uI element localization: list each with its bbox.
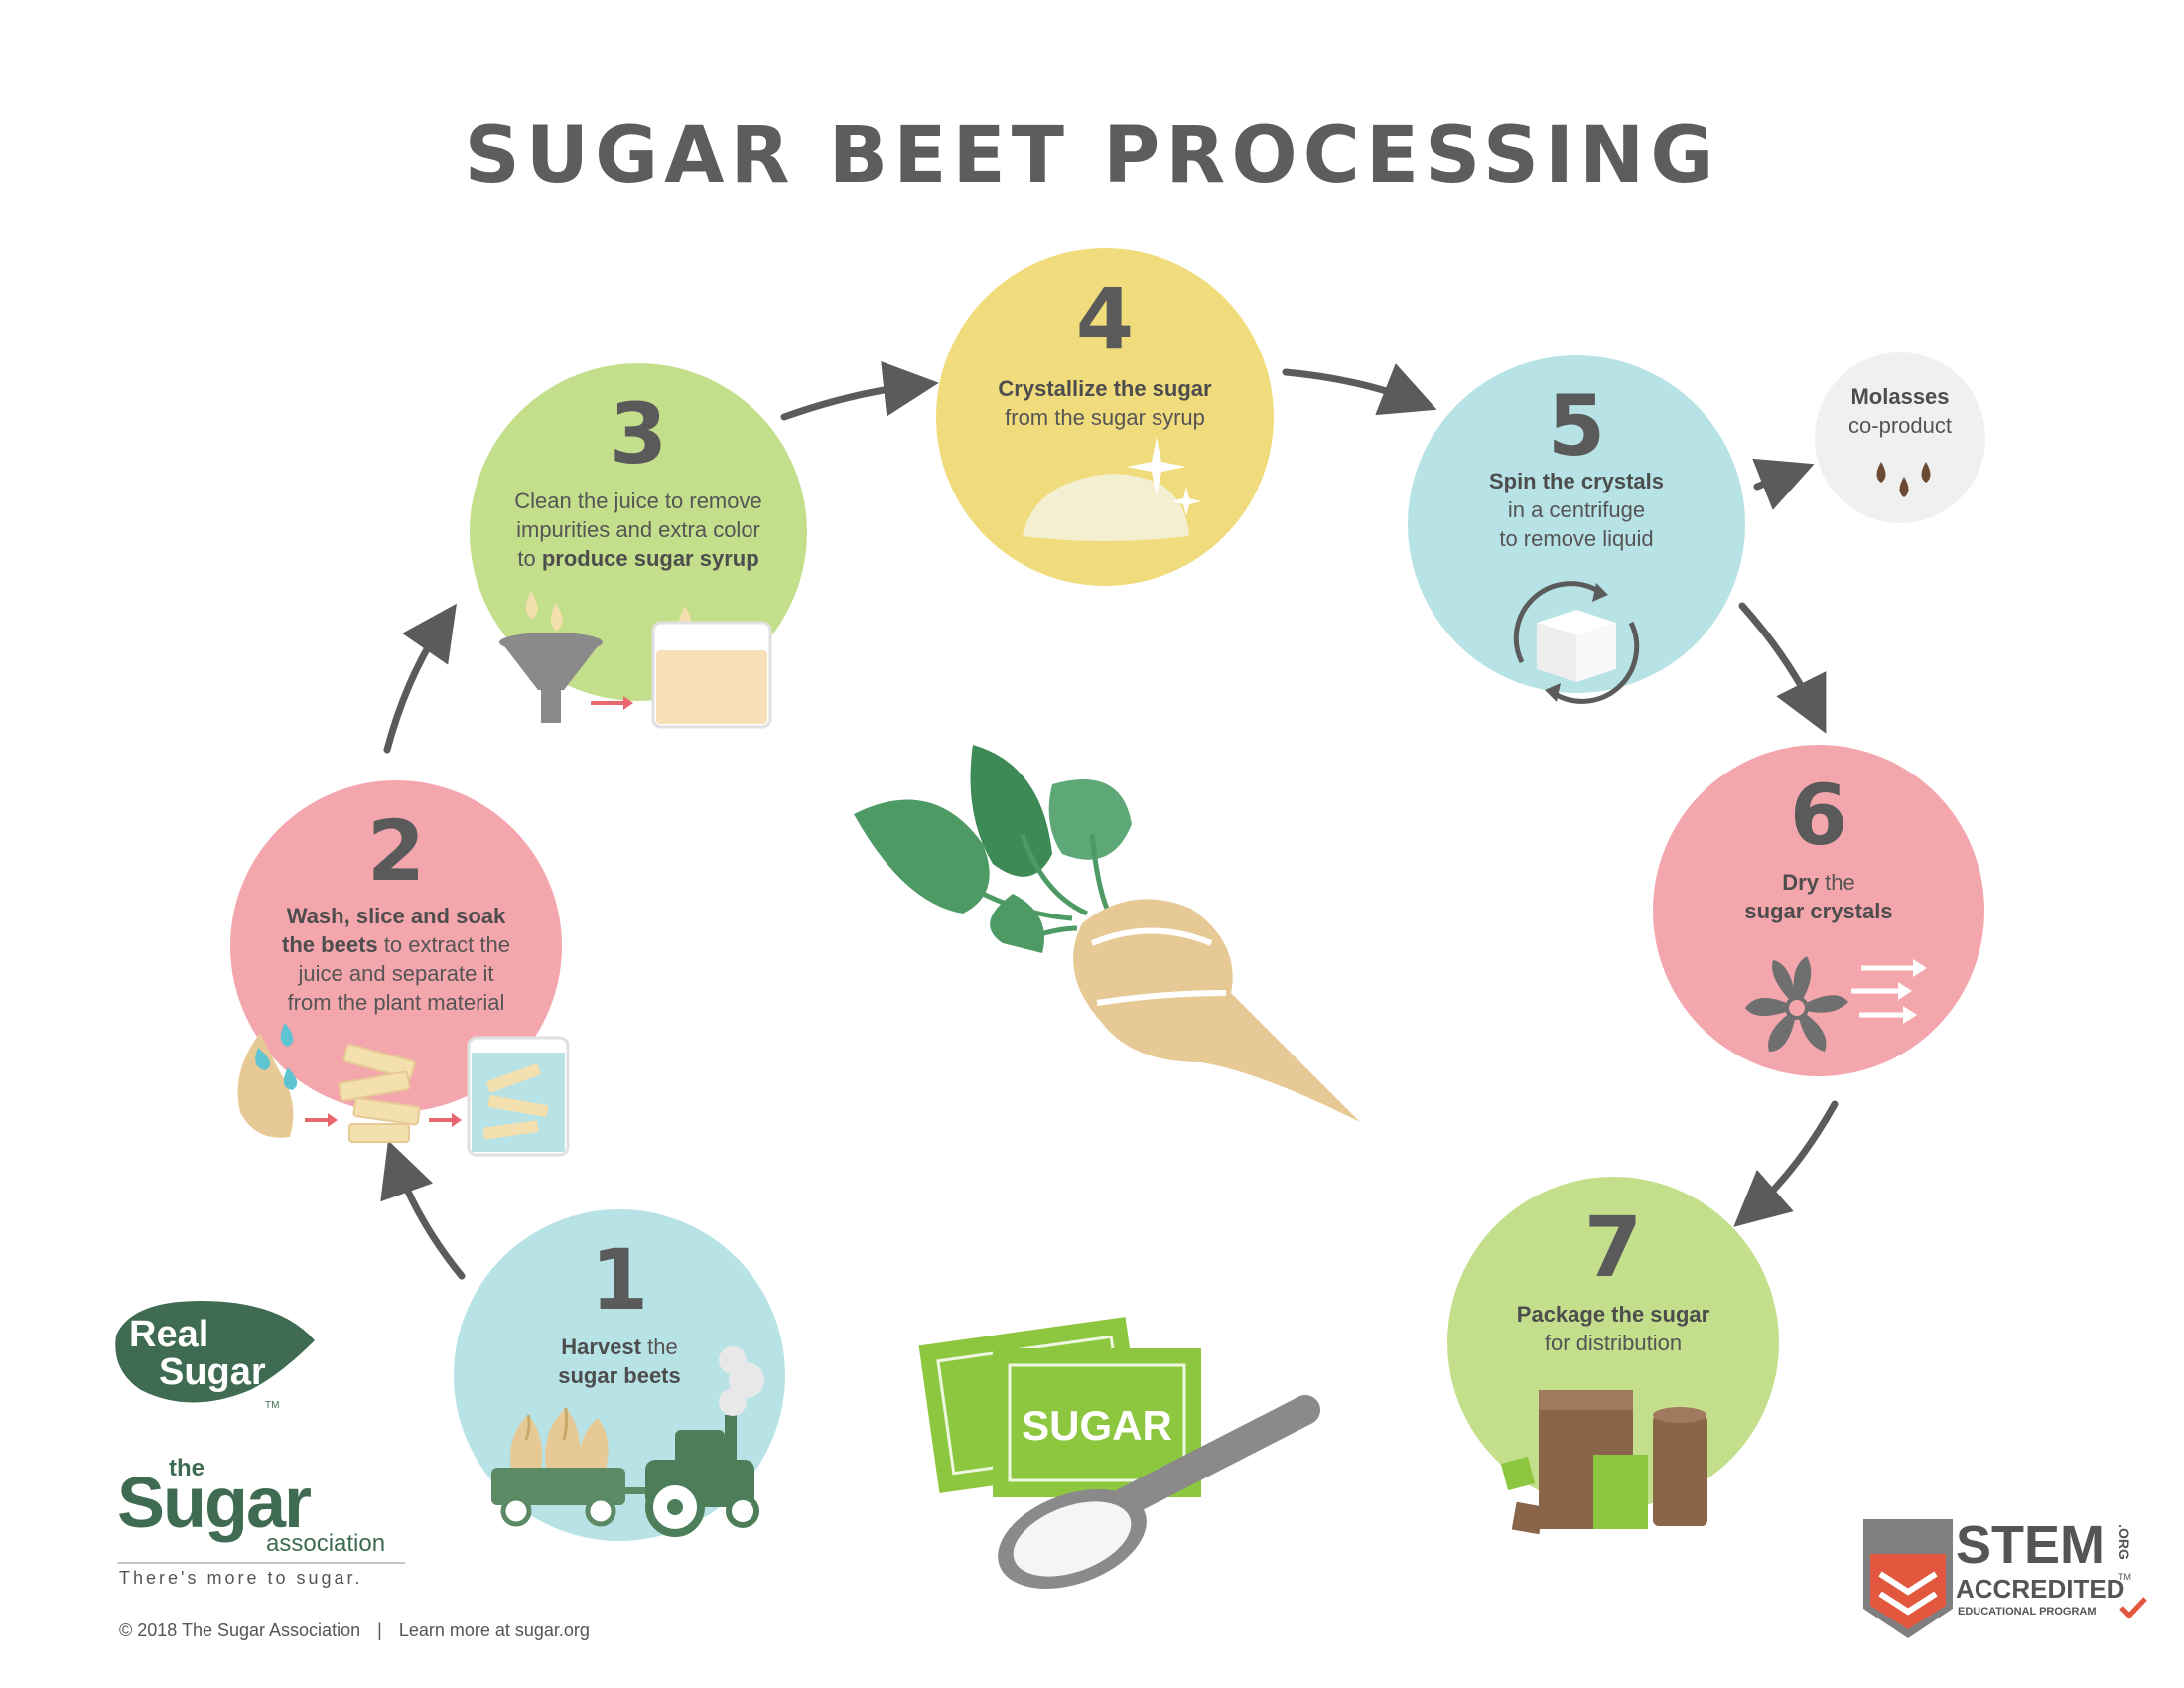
sugar-packet-label: SUGAR: [1022, 1402, 1172, 1449]
stem-accredited-logo: STEM .ORG ACCREDITED TM EDUCATIONAL PROG…: [1858, 1514, 2156, 1653]
arrow-6-to-7: [1733, 1100, 1839, 1227]
step-5-number: 5: [1547, 377, 1606, 475]
wash-slice-soak-icon: [237, 1023, 570, 1157]
sugar-packets-spoon-illustration: SUGAR: [918, 1317, 1320, 1589]
filter-syrup-icon: [499, 591, 772, 729]
molasses-label: Molasses co-product: [1848, 384, 1952, 438]
sugar-pile-icon: [1023, 437, 1201, 541]
association-name: Sugar: [117, 1464, 312, 1543]
step-6-circle: 6 Dry the sugar crystals: [1653, 745, 1984, 1076]
molasses-drops-icon: [1876, 462, 1931, 497]
step-5-description: Spin the crystals in a centrifuge to rem…: [1488, 469, 1665, 551]
step-6-number: 6: [1789, 767, 1848, 864]
real-sugar-logo: Real Sugar TM: [111, 1296, 320, 1415]
arrow-4-to-5: [1282, 363, 1437, 416]
package-sugar-icon: [1500, 1390, 1707, 1535]
stem-tm: TM: [2118, 1572, 2131, 1582]
step-5-circle: 5 Spin the crystals in a centrifuge to r…: [1408, 355, 1745, 693]
step-4-description: Crystallize the sugar from the sugar syr…: [998, 376, 1212, 430]
real-sugar-logo-text: Real Sugar: [129, 1314, 266, 1393]
footer: © 2018 The Sugar Association | Learn mor…: [119, 1620, 590, 1641]
footer-separator: |: [377, 1620, 382, 1640]
step-4-number: 4: [1075, 270, 1135, 367]
real-sugar-tm: TM: [265, 1400, 280, 1411]
arrow-5-to-6: [1738, 602, 1827, 734]
step-7-circle: 7 Package the sugar for distribution: [1447, 1177, 1779, 1508]
step-3-description: Clean the juice to remove impurities and…: [514, 489, 762, 571]
footer-copyright: © 2018 The Sugar Association: [119, 1620, 361, 1640]
fan-drying-icon: [1745, 956, 1927, 1052]
step-6-description: Dry the sugar crystals: [1744, 870, 1893, 923]
association-sub: association: [266, 1530, 386, 1557]
step-1-number: 1: [590, 1231, 649, 1329]
step-3-number: 3: [609, 385, 668, 483]
step-2-number: 2: [366, 802, 426, 900]
page-title: SUGAR BEET PROCESSING: [464, 111, 1720, 201]
stem-accredited: ACCREDITED: [1956, 1574, 2125, 1604]
sugar-association-logo: the Sugar association There's more to su…: [117, 1455, 435, 1594]
arrow-5-to-molasses: [1752, 458, 1815, 510]
molasses-circle: Molasses co-product: [1815, 352, 1985, 523]
stem-program: EDUCATIONAL PROGRAM: [1958, 1606, 2097, 1618]
association-the: the: [169, 1455, 205, 1481]
association-tagline: There's more to sugar.: [119, 1568, 363, 1588]
footer-link[interactable]: Learn more at sugar.org: [398, 1620, 590, 1640]
step-7-description: Package the sugar for distribution: [1516, 1302, 1710, 1355]
step-2-description: Wash, slice and soak the beets to extrac…: [282, 904, 510, 1015]
step-7-number: 7: [1583, 1198, 1643, 1296]
arrow-1-to-2: [380, 1140, 466, 1280]
harvest-tractor-icon: [491, 1346, 764, 1537]
centrifuge-cube-icon: [1513, 581, 1640, 704]
step-1-description: Harvest the sugar beets: [558, 1335, 681, 1388]
stem-org: .ORG: [2116, 1524, 2132, 1560]
arrow-3-to-4: [780, 360, 939, 421]
arrow-2-to-3: [383, 603, 457, 754]
stem-name: STEM: [1956, 1515, 2106, 1575]
sugar-beet-illustration: [854, 745, 1360, 1122]
